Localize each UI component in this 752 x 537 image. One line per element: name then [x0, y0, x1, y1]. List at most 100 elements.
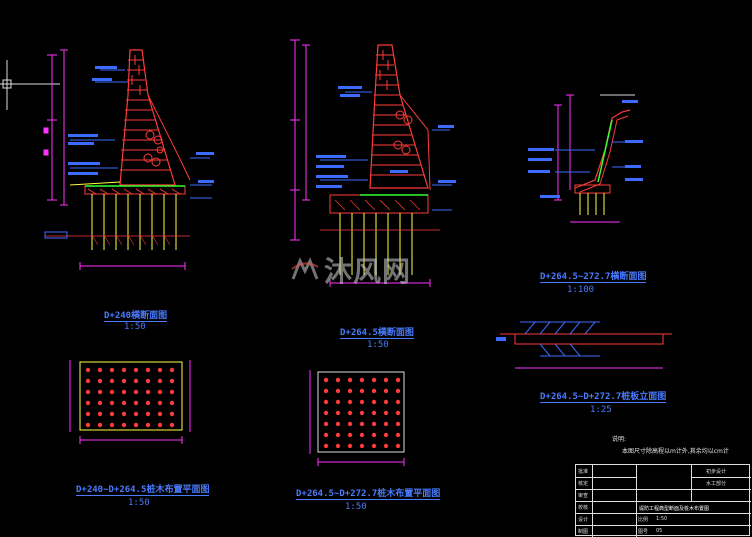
pile-marker [97, 422, 103, 428]
pile-marker [133, 389, 139, 395]
number-label: 图号 [638, 529, 649, 535]
pile-marker [157, 400, 163, 406]
pile-marker [335, 410, 341, 416]
pile-marker [121, 411, 127, 417]
pile-marker [169, 389, 175, 395]
pile-marker [133, 367, 139, 373]
pile-marker [157, 422, 163, 428]
pile-marker [97, 378, 103, 384]
elevation-caption: D+264.5~D+272.7桩板立面图 [540, 389, 667, 403]
pile-marker [85, 378, 91, 384]
pile-marker [323, 399, 329, 405]
pile-marker [121, 378, 127, 384]
elevation-scale: 1:25 [590, 405, 612, 415]
pile-marker [157, 411, 163, 417]
drawing-title: 堤防工程典型断面及桩木布置图 [639, 506, 710, 512]
section-a-drawing [43, 49, 214, 270]
pile-marker [395, 443, 401, 449]
pile-marker [383, 443, 389, 449]
title-block-row-2: 核定 [578, 481, 589, 487]
pile-marker [335, 388, 341, 394]
pile-marker [359, 388, 365, 394]
pile-marker [347, 410, 353, 416]
title-block-row-4: 校核 [578, 505, 589, 511]
pile-marker [371, 443, 377, 449]
section-c-scale: 1:100 [567, 285, 595, 295]
pile-marker [371, 377, 377, 383]
pile-marker [133, 400, 139, 406]
title-block-row-3: 审查 [578, 493, 589, 499]
stage-label: 初步设计 [706, 469, 727, 475]
pile-marker [109, 411, 115, 417]
pile-marker [395, 377, 401, 383]
section-b-drawing [290, 39, 456, 287]
title-block-row-1: 批准 [578, 469, 589, 475]
pile-marker [383, 421, 389, 427]
pile-marker [359, 377, 365, 383]
pile-marker [109, 378, 115, 384]
section-c-caption: D+264.5~272.7横断面图 [540, 269, 647, 283]
pile-marker [347, 443, 353, 449]
pile-marker [133, 378, 139, 384]
pile-marker [347, 388, 353, 394]
pile-marker [383, 377, 389, 383]
pile-marker [323, 410, 329, 416]
pile-marker [359, 410, 365, 416]
pile-marker [133, 411, 139, 417]
title-block-row-5: 设计 [578, 517, 589, 523]
plan-b-scale: 1:50 [345, 502, 367, 512]
pile-marker [359, 432, 365, 438]
pile-marker [157, 378, 163, 384]
pile-marker [85, 367, 91, 373]
pile-marker [97, 367, 103, 373]
scale-label: 比例 [638, 517, 649, 523]
part-label: 水工部分 [706, 481, 727, 487]
plan-a-scale: 1:50 [128, 498, 150, 508]
pile-marker [85, 389, 91, 395]
pile-marker [169, 411, 175, 417]
pile-marker [371, 432, 377, 438]
pile-marker [145, 367, 151, 373]
pile-marker [323, 377, 329, 383]
section-b-scale: 1:50 [367, 340, 389, 350]
pile-marker [109, 400, 115, 406]
elevation-drawing [496, 321, 672, 369]
pile-marker [359, 399, 365, 405]
plan-a-caption: D+240~D+264.5桩木布置平面图 [76, 482, 210, 496]
pile-marker [145, 389, 151, 395]
number-value: 05 [656, 528, 663, 534]
pile-marker [323, 421, 329, 427]
pile-marker [169, 378, 175, 384]
pile-marker [323, 432, 329, 438]
pile-marker [395, 388, 401, 394]
pile-marker [109, 422, 115, 428]
plan-b-caption: D+264.5~D+272.7桩木布置平面图 [296, 486, 441, 500]
pile-marker [85, 400, 91, 406]
pile-marker [97, 411, 103, 417]
pile-marker [335, 432, 341, 438]
pile-marker [347, 432, 353, 438]
pile-marker [383, 410, 389, 416]
pile-marker [395, 410, 401, 416]
title-block-row-6: 制图 [578, 529, 589, 535]
pile-marker [371, 410, 377, 416]
pile-marker [371, 388, 377, 394]
pile-marker [121, 389, 127, 395]
pile-marker [169, 422, 175, 428]
pile-marker [157, 389, 163, 395]
pile-marker [395, 421, 401, 427]
pile-marker [335, 443, 341, 449]
pile-marker [335, 421, 341, 427]
pile-marker [145, 411, 151, 417]
pile-marker [133, 422, 139, 428]
crosshair-cursor-icon [0, 60, 60, 110]
note-heading: 说明: [612, 436, 627, 443]
pile-marker [169, 400, 175, 406]
pile-marker [169, 367, 175, 373]
pile-marker [323, 443, 329, 449]
pile-marker [335, 399, 341, 405]
pile-marker [359, 421, 365, 427]
section-a-scale: 1:50 [124, 322, 146, 332]
title-block: 批准 核定 审查 校核 设计 制图 初步设计 水工部分 堤防工程典型断面及桩木布… [575, 464, 751, 537]
pile-marker [109, 389, 115, 395]
